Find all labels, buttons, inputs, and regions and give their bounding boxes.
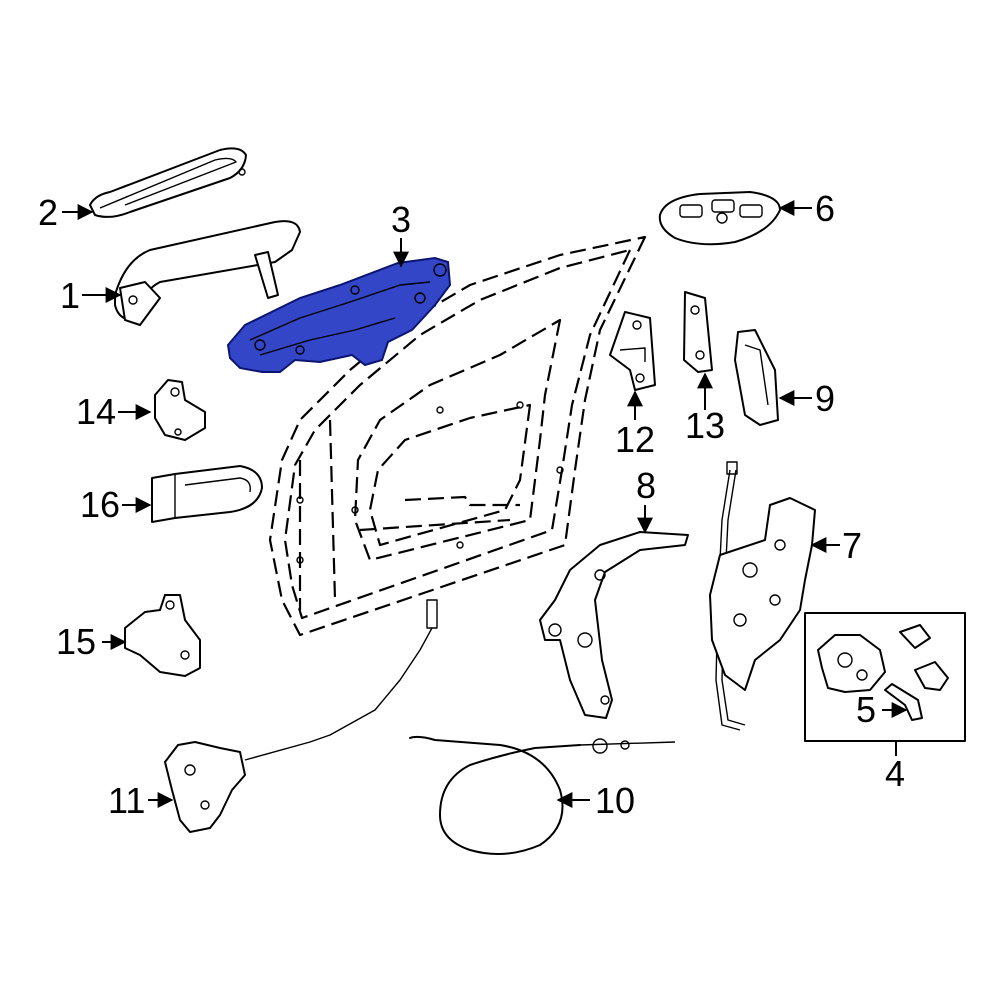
part-7-lock-actuator [709,461,816,731]
part-2-handle-gasket [89,147,247,218]
part-12-striker [609,311,656,391]
callout-3: 3 [391,199,411,240]
part-11-latch [164,599,438,833]
callout-7: 7 [842,525,862,566]
part-3-handle-carrier [226,256,452,373]
part-1-outside-handle [114,220,301,326]
part-4-box [804,612,966,742]
callout-10: 10 [595,780,635,821]
callout-9: 9 [815,378,835,419]
part-8-bracket [539,531,689,719]
part-5-key-blade [884,683,923,721]
part-6-key-fob [658,191,781,246]
callout-16: 16 [80,484,120,525]
callout-12: 12 [615,419,655,460]
callout-14: 14 [76,391,116,432]
part-10-cable [409,735,676,855]
callout-5: 5 [856,689,876,730]
part-9-cover [734,329,779,426]
callout-2: 2 [38,192,58,233]
callout-6: 6 [815,188,835,229]
part-4-lock-cylinder-kit [804,612,966,742]
part-14-check-bracket [154,379,206,441]
callout-labels: 1 2 3 4 5 6 7 8 9 10 11 12 13 14 15 16 [38,188,905,821]
part-15-hinge [124,594,201,677]
part-13-striker-shim [683,291,713,373]
callout-11: 11 [108,780,145,821]
callout-1: 1 [60,275,80,316]
callout-8: 8 [636,465,656,506]
callout-15: 15 [56,621,96,662]
callout-13: 13 [685,405,725,446]
callout-4: 4 [885,753,905,794]
door-frame-outline [268,235,647,637]
part-16-seal [151,465,263,523]
callout-leaders [62,200,908,808]
